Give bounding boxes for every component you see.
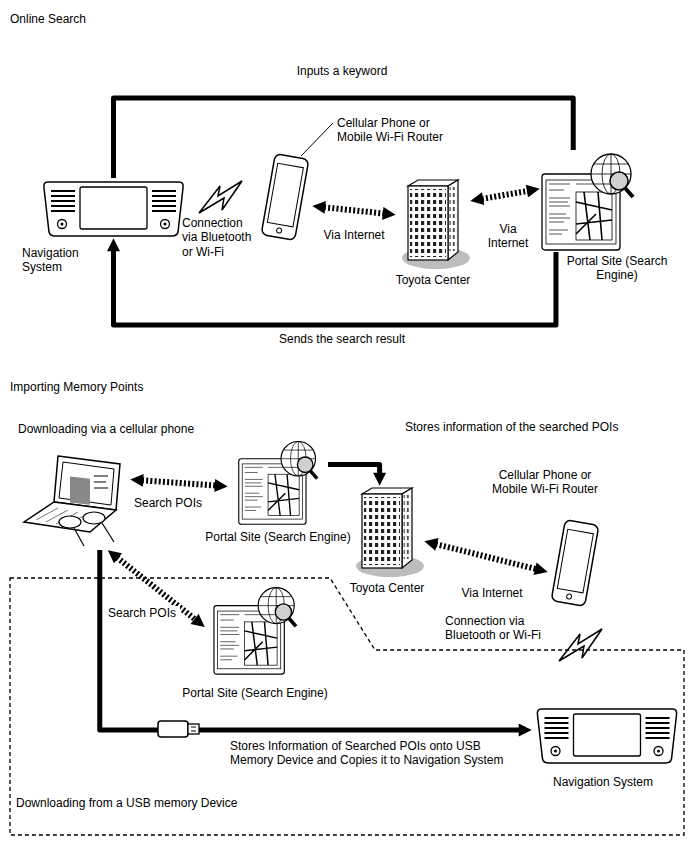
usb-memory-stick [158,721,199,737]
internet-link-arrow [482,191,528,199]
node-label: Portal Site (Search Engine) [198,530,358,544]
flow-arrow [114,98,574,178]
node-label: Navigation System [528,775,678,789]
internet-link-arrow [324,207,384,213]
usb-memory-stick [191,727,196,731]
toyota-center: Toyota Center [350,486,424,578]
node-label: Portal Site (Search Engine) [562,254,672,283]
flow-arrow [328,464,380,474]
connection-note: Connection via Bluetooth or Wi-Fi [445,614,553,643]
navigation-unit [44,182,183,236]
leader-line [301,123,333,156]
node-label: Toyota Center [390,273,476,287]
cellular-phone: Cellular Phone or Mobile Wi-Fi Router [258,152,312,242]
connector-label: Sends the search result [255,332,429,346]
flow-arrow [114,250,556,325]
dashed-boundary [10,578,684,835]
connector-label: Search POIs [106,606,180,620]
navigation-unit [537,709,676,763]
wireless-bolt [199,181,242,213]
portal-site: Portal Site (Search Engine) [228,438,328,526]
cellular-phone: Cellular Phone or Mobile Wi-Fi Router [548,518,602,608]
connector-label: Via Internet [478,222,538,251]
section-heading: Importing Memory Points [10,380,250,394]
node-label: Portal Site (Search Engine) [175,686,335,700]
navigation-system: Navigation System [42,178,185,238]
connector-label: Via Internet [448,586,536,600]
laptop-computer [24,456,120,546]
portal-site-tablet [239,441,318,524]
portal-site: Portal Site (Search Engine) [540,150,635,252]
connector-label: Search POIs [132,496,216,510]
connection-note: Connection via Bluetooth or Wi-Fi [182,216,258,259]
usb-memory-stick [188,724,199,734]
node-label: Navigation System [22,246,102,275]
portal-site-tablet [214,588,296,675]
navigation-system: Navigation System [532,705,682,765]
portal-site-tablet [542,154,633,250]
usb-memory-stick [158,721,188,737]
internet-link-arrow [142,480,216,485]
portal-site: Portal Site (Search Engine) [205,584,305,676]
internet-link-arrow [436,544,537,569]
connector-label: Via Internet [312,228,396,242]
cellular-phone [551,520,599,607]
cellular-phone [261,154,309,241]
node-label: Downloading from a USB memory Device [16,796,276,810]
section-heading: Online Search [10,12,210,26]
laptop-computer: Downloading via a cellular phone [18,452,130,550]
node-label: Cellular Phone or Mobile Wi-Fi Router [480,468,610,497]
wireless-bolt [559,629,602,661]
connector-label: Inputs a keyword [270,64,414,78]
toyota-center-building [402,180,470,269]
node-label: Downloading via a cellular phone [18,422,238,436]
process-note: Stores information of the searched POIs [405,420,667,434]
connector-label: Stores Information of Searched POIs onto… [228,739,524,768]
toyota-center: Toyota Center [396,178,470,270]
toyota-center-building [356,488,424,577]
node-label: Cellular Phone or Mobile Wi-Fi Router [337,116,462,145]
node-label: Toyota Center [344,581,430,595]
